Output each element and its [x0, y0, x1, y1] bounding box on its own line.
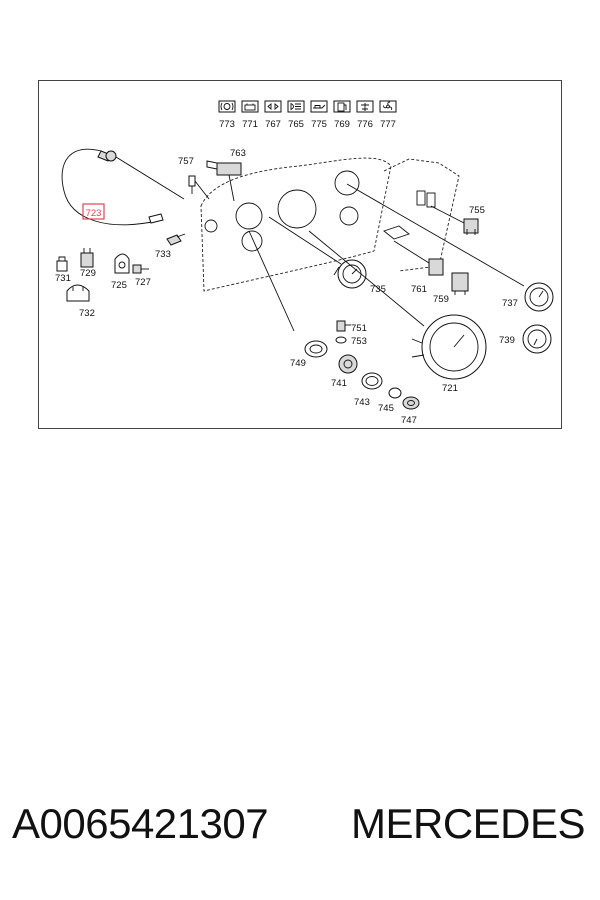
part-749	[248, 230, 328, 358]
part-747	[402, 396, 420, 410]
fuel-icon	[333, 100, 351, 113]
highlight-box-723	[82, 203, 105, 220]
instrument-cluster-housing	[200, 157, 460, 292]
callout-732: 732	[79, 308, 95, 319]
callout-735: 735	[370, 284, 386, 295]
part-731	[56, 256, 68, 272]
callout-741: 741	[331, 378, 347, 389]
callout-731: 731	[55, 273, 71, 284]
oil-icon	[310, 100, 328, 113]
callout-727: 727	[135, 277, 151, 288]
callout-721: 721	[442, 383, 458, 394]
callout-751: 751	[351, 323, 367, 334]
part-759	[451, 272, 469, 295]
gauge-737	[346, 183, 554, 312]
brake-warning-icon	[218, 100, 236, 113]
part-743	[361, 372, 383, 390]
callout-761: 761	[411, 284, 427, 295]
callout-743: 743	[354, 397, 370, 408]
product-caption: A0065421307 MERCEDES	[0, 800, 600, 860]
heater-plug-icon	[356, 100, 374, 113]
speedometer-721	[308, 230, 487, 380]
callout-729: 729	[80, 268, 96, 279]
part-741	[338, 354, 358, 374]
parts-diagram-drawing: 773 771 767 765 775 769 776 777 723 7	[55, 100, 554, 426]
part-755	[430, 205, 479, 235]
callout-777: 777	[380, 119, 396, 130]
battery-icon	[241, 100, 259, 113]
callout-763: 763	[230, 148, 246, 159]
part-763	[206, 160, 242, 202]
part-732	[66, 284, 90, 302]
callout-765: 765	[288, 119, 304, 130]
part-761	[393, 240, 444, 276]
gauge-739	[522, 324, 552, 354]
part-753	[335, 336, 347, 344]
fan-icon	[379, 100, 397, 113]
high-beam-icon	[287, 100, 305, 113]
part-733	[166, 233, 186, 246]
callout-767: 767	[265, 119, 281, 130]
part-757	[188, 175, 210, 200]
callout-773: 773	[219, 119, 235, 130]
callout-747: 747	[401, 415, 417, 426]
speedometer-cable	[61, 148, 185, 226]
turn-signal-icon	[264, 100, 282, 113]
parts-diagram: 773 771 767 765 775 769 776 777 723 7	[38, 80, 562, 429]
part-number: A0065421307	[12, 800, 269, 847]
callout-769: 769	[334, 119, 350, 130]
callout-725: 725	[111, 280, 127, 291]
part-729	[80, 248, 94, 268]
callout-757: 757	[178, 156, 194, 167]
part-745	[388, 387, 402, 399]
callout-739: 739	[499, 335, 515, 346]
callout-776: 776	[357, 119, 373, 130]
indicator-icon-strip: 773 771 767 765 775 769 776 777	[218, 100, 397, 130]
gauge-735	[268, 216, 367, 289]
callout-753: 753	[351, 336, 367, 347]
callout-771: 771	[242, 119, 258, 130]
part-751	[336, 320, 351, 332]
callout-749: 749	[290, 358, 306, 369]
part-725	[114, 253, 130, 274]
brand-name: MERCEDES	[351, 800, 586, 847]
callout-759: 759	[433, 294, 449, 305]
callout-733: 733	[155, 249, 171, 260]
callout-755: 755	[469, 205, 485, 216]
callout-745: 745	[378, 403, 394, 414]
part-727	[132, 264, 149, 274]
callout-775: 775	[311, 119, 327, 130]
callout-737: 737	[502, 298, 518, 309]
callout-723: 723	[86, 208, 102, 219]
